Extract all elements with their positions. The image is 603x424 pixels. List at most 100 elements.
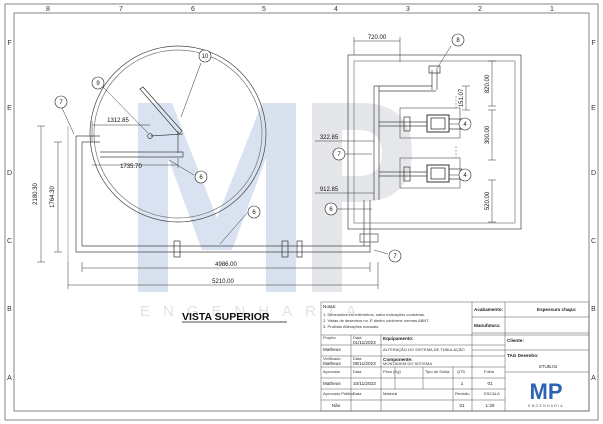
verificado-label: Verificado	[323, 356, 341, 361]
note-3: 3. Proibido Alterações manuais.	[323, 324, 379, 329]
leader-lines	[61, 45, 459, 255]
dim-912: 912.85	[320, 187, 339, 193]
projeto-label: Projeto	[323, 335, 336, 340]
balloon-7b-circle	[332, 147, 346, 161]
logo-sub: ENGENHARIA	[528, 404, 564, 408]
dim-322: 322.85	[320, 135, 339, 141]
revisao-label: Revisão	[455, 391, 470, 396]
balloon-7b: 7	[337, 152, 341, 158]
dim-820: 820.00	[485, 74, 491, 93]
zone-left-d: D	[7, 170, 12, 177]
balloon-9-circle	[91, 76, 105, 90]
zone-top-1: 8	[46, 6, 50, 13]
watermark-logo: ENGENHARIA	[138, 103, 412, 320]
balloon-6b-circle	[247, 205, 261, 219]
dim-4986: 4986.00	[215, 262, 237, 268]
zone-labels-side: F E D C B A F E D C B A	[7, 40, 596, 382]
dim-151: 151.07	[459, 88, 465, 107]
notes-label: Notas:	[323, 304, 336, 309]
balloon-10: 10	[202, 54, 209, 60]
balloon-10-circle	[198, 49, 212, 63]
folha-label: Folha	[484, 369, 495, 374]
aprovado-name: Matheus	[323, 381, 341, 386]
zone-right-d: D	[591, 170, 596, 177]
zone-left-e: E	[7, 105, 12, 112]
aprovado-label: Aprovado	[323, 369, 341, 374]
zone-right-c: C	[591, 238, 596, 245]
dim-520: 520.00	[485, 191, 491, 210]
balloon-7c: 7	[393, 254, 397, 260]
escala-label: ESCALA	[484, 391, 500, 396]
balloon-labels: 7 9 10 6 6 8 4 4 7 6 7	[59, 38, 467, 260]
balloon-8-circle	[451, 33, 465, 47]
tipo-solda-label: Tipo de Solda	[425, 369, 450, 374]
aprovado-pub-value: Não	[332, 403, 341, 408]
zone-left-b: B	[7, 306, 12, 313]
balloon-6a: 6	[199, 175, 203, 181]
balloon-7a-circle	[54, 95, 68, 109]
material-label: Material	[383, 391, 397, 396]
dim-5210: 5210.00	[212, 279, 234, 285]
componente-value: MONTAGEM DO SISTEMA	[383, 361, 432, 366]
projeto-date: 01/11/2023	[353, 340, 376, 345]
dim-1735: 1735.70	[120, 164, 142, 170]
balloon-4a: 4	[463, 122, 467, 128]
zone-top-8: 1	[550, 6, 554, 13]
revisao-value: 01	[459, 403, 465, 408]
dim-1764: 1764.30	[50, 186, 56, 208]
aprovado-date: 10/11/2023	[353, 381, 376, 386]
balloon-7a: 7	[59, 100, 63, 106]
zone-top-2: 7	[119, 6, 123, 13]
qtd-label: QTD	[457, 369, 466, 374]
title-block: Notas: 1. Dimensões em milímetros, salvo…	[323, 304, 577, 408]
aprovado-pub-label: Aprovado Público	[323, 391, 355, 396]
projeto-data-label: Data	[353, 335, 362, 340]
escala-value: 1:20	[486, 403, 495, 408]
espessura-label: Espessura chapa:	[537, 307, 577, 312]
verificado-name: Matheus	[323, 361, 341, 366]
balloon-9: 9	[96, 81, 100, 87]
zone-right-b: B	[591, 306, 596, 313]
acabamento-label: Acabamento:	[474, 307, 504, 312]
zone-labels-top: 8 7 6 5 4 3 2 1	[46, 6, 554, 13]
balloon-6c: 6	[329, 207, 333, 213]
cliente-label: Cliente:	[507, 338, 524, 343]
zone-right-e: E	[591, 105, 596, 112]
zone-left-c: C	[7, 238, 12, 245]
projeto-name: Matheus	[323, 347, 341, 352]
balloon-8: 8	[456, 38, 460, 44]
tag-value: STUB.01	[539, 364, 558, 369]
zone-right-a: A	[591, 375, 596, 382]
zone-top-7: 2	[478, 6, 482, 13]
manufatura-label: Manufatura:	[474, 323, 501, 328]
folha-value: 01	[487, 381, 493, 386]
dim-300: 300.00	[485, 125, 491, 144]
balloon-4b-circle	[458, 168, 472, 182]
zone-top-6: 3	[406, 6, 410, 13]
tag-label: TAG Desenho:	[507, 353, 539, 358]
pub-data-label: Data	[353, 391, 362, 396]
note-2: 2. Vistas de desenhos no 1º diedro confo…	[323, 318, 429, 323]
dim-2180: 2180.30	[33, 183, 39, 205]
balloon-7c-circle	[388, 249, 402, 263]
balloon-6b: 6	[252, 210, 256, 216]
note-1: 1. Dimensões em milímetros, salvo indica…	[323, 312, 425, 317]
balloon-4a-circle	[458, 117, 472, 131]
title-block-lines	[320, 301, 590, 412]
balloon-6c-circle	[324, 202, 338, 216]
peso-label: Peso (Kg)	[383, 369, 401, 374]
dimension-lines	[37, 37, 496, 289]
zone-top-5: 4	[334, 6, 338, 13]
sheet-border	[4, 3, 599, 421]
zone-right-f: F	[591, 40, 595, 47]
dim-1312: 1312.85	[107, 118, 129, 124]
balloon-4b: 4	[463, 173, 467, 179]
componente-label: Componente:	[383, 357, 413, 362]
verificado-date: 08/11/2023	[353, 361, 376, 366]
pump-base	[347, 54, 522, 230]
dimension-texts: 720.00 820.00 151.07 300.00 520.00 322.8…	[33, 35, 491, 285]
watermark-text: ENGENHARIA	[140, 303, 369, 320]
logo-text: MP	[530, 379, 563, 404]
balloons	[54, 33, 472, 263]
